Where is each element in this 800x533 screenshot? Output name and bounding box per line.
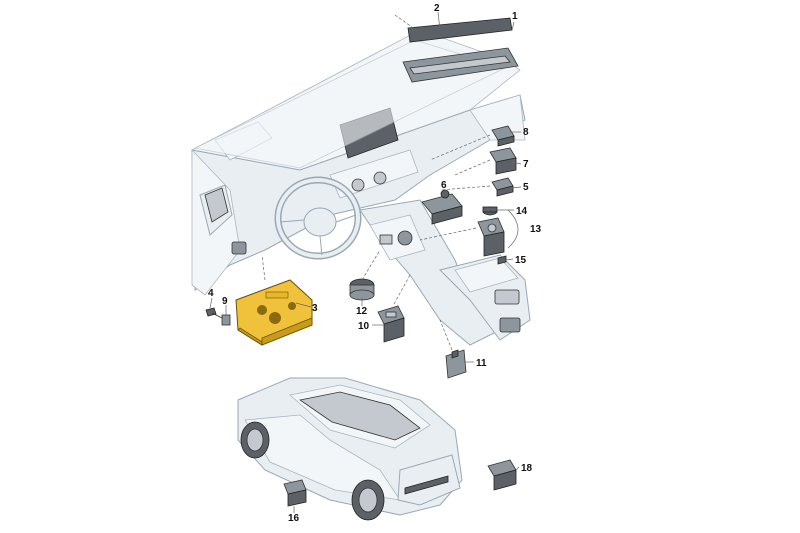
callout-7: 7: [523, 159, 529, 170]
callout-12: 12: [356, 306, 368, 317]
part-13-selector: [477, 217, 505, 257]
callout-4: 4: [208, 288, 214, 299]
callout-5: 5: [523, 182, 529, 193]
callout-14: 14: [516, 206, 528, 217]
callout-1: 1: [512, 11, 518, 22]
leader-lines: [209, 11, 522, 513]
callout-3: 3: [312, 303, 318, 314]
callout-18: 18: [521, 463, 533, 474]
callout-6: 6: [441, 180, 447, 191]
part-top-panel: [402, 17, 519, 83]
part-12-button: [349, 278, 375, 301]
part-18-switch: [487, 459, 517, 491]
callout-9: 9: [222, 296, 228, 307]
callout-13: 13: [530, 224, 542, 235]
part-14-knob: [482, 206, 498, 216]
callout-11: 11: [476, 358, 487, 369]
part-6-module: [421, 189, 463, 225]
dashboard-outline: [190, 29, 531, 346]
callout-16: 16: [288, 513, 300, 524]
steering-wheel: [274, 176, 362, 260]
part-8-switch: [491, 125, 515, 147]
part-10-switch: [377, 305, 405, 343]
callout-8: 8: [523, 127, 529, 138]
callout-2: 2: [434, 3, 440, 14]
callout-10: 10: [358, 321, 370, 332]
part-11-bracket: [445, 349, 467, 379]
part-5-switch: [491, 177, 514, 197]
callouts: 1 2 3 4 5 6 7 8 9 10 11 12 13 14 15 16 1…: [208, 3, 542, 524]
part-9-clip: [221, 314, 231, 326]
part-3-switch-module: [235, 279, 313, 346]
part-4-screw: [205, 307, 223, 319]
part-16-switch: [283, 479, 307, 507]
callout-15: 15: [515, 255, 527, 266]
part-15-screw: [497, 255, 507, 265]
part-7-switch: [489, 147, 517, 175]
car-outline: [237, 377, 463, 521]
